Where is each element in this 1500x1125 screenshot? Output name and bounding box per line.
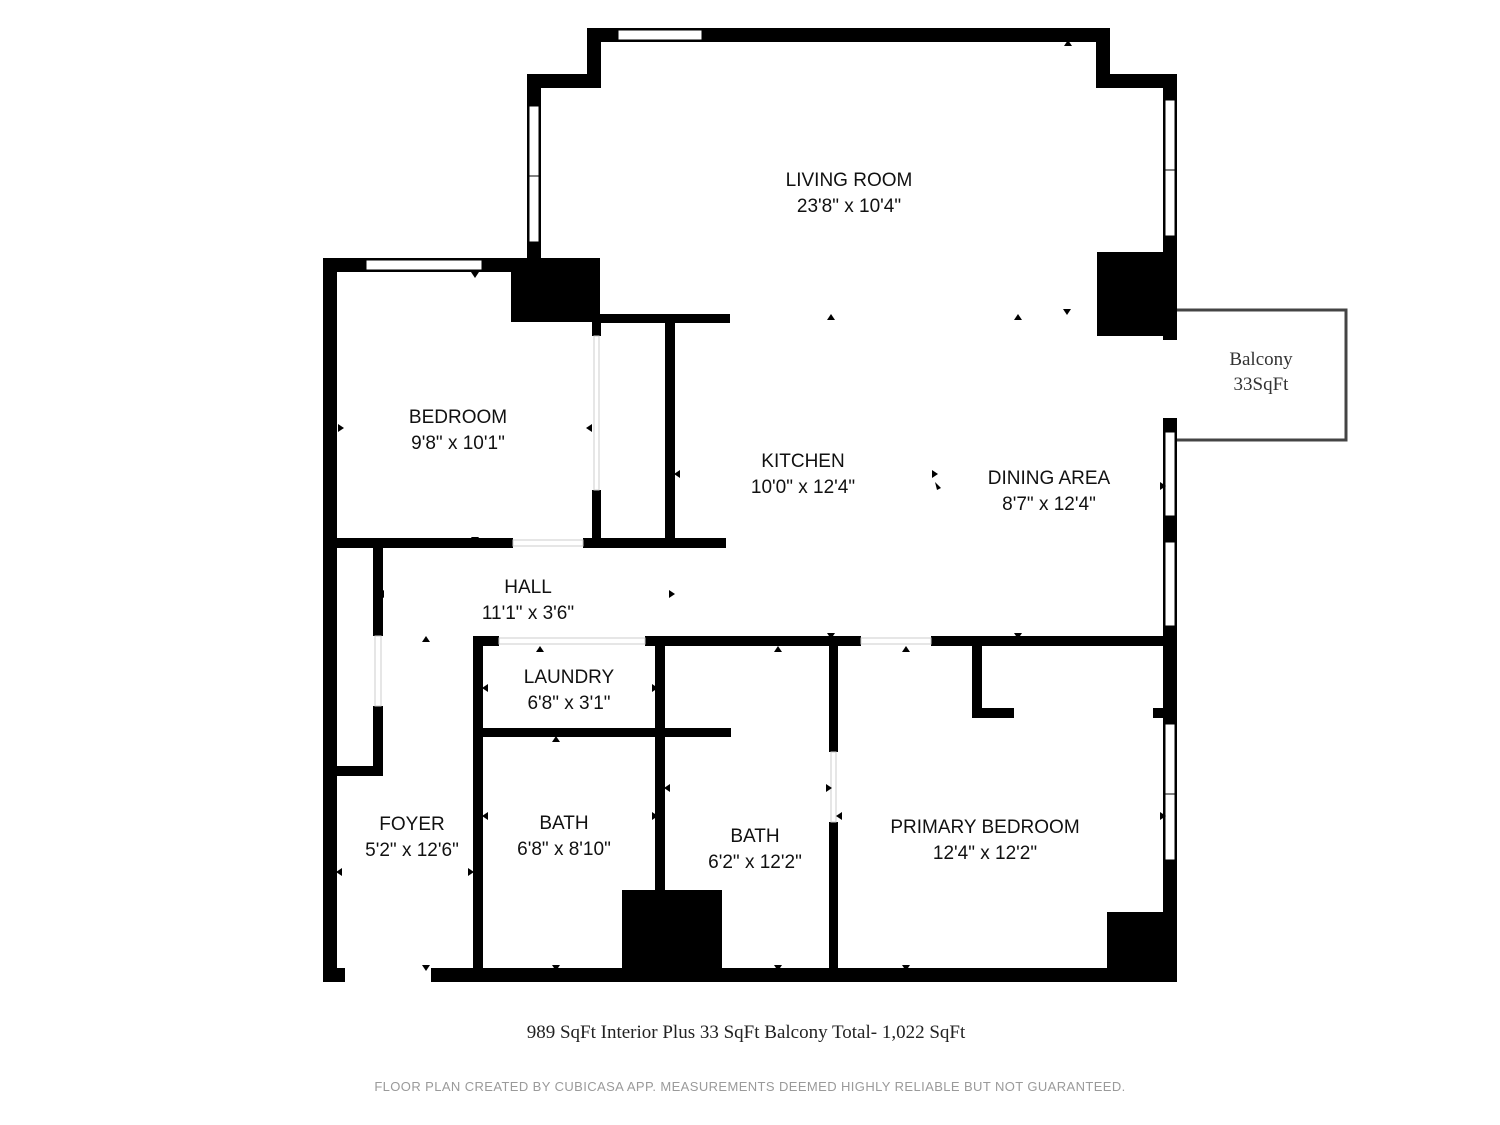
windows <box>345 29 1177 982</box>
balcony-outline <box>1177 308 1348 442</box>
room-label-laundry: LAUNDRY 6'8" x 3'1" <box>524 667 615 714</box>
room-dimensions: 10'0" x 12'4" <box>751 477 855 498</box>
room-dimensions: 12'4" x 12'2" <box>933 843 1037 864</box>
interior-walls <box>323 314 1173 982</box>
balcony-name: Balcony <box>1229 349 1293 370</box>
room-label-primary-bedroom: PRIMARY BEDROOM 12'4" x 12'2" <box>890 817 1079 864</box>
room-name: BATH <box>730 826 779 847</box>
room-label-dining-area: DINING AREA 8'7" x 12'4" <box>988 468 1111 515</box>
room-dimensions: 5'2" x 12'6" <box>365 840 459 861</box>
room-dimensions: 23'8" x 10'4" <box>797 196 901 217</box>
measurement-markers <box>336 40 1166 971</box>
balcony-label: Balcony 33SqFt <box>1229 349 1293 395</box>
room-dimensions: 6'2" x 12'2" <box>708 852 802 873</box>
room-name: BEDROOM <box>409 407 507 428</box>
room-dimensions: 11'1" x 3'6" <box>482 603 574 624</box>
room-label-bath-2: BATH 6'2" x 12'2" <box>708 826 802 873</box>
room-label-hall: HALL 11'1" x 3'6" <box>482 577 574 624</box>
door-openings <box>374 335 932 823</box>
room-name: LAUNDRY <box>524 667 615 688</box>
room-label-bath-1: BATH 6'8" x 8'10" <box>517 813 611 860</box>
balcony-area: 33SqFt <box>1234 374 1290 395</box>
area-summary: 989 SqFt Interior Plus 33 SqFt Balcony T… <box>527 1022 966 1043</box>
room-label-foyer: FOYER 5'2" x 12'6" <box>365 814 459 861</box>
room-name: BATH <box>539 813 588 834</box>
disclaimer: FLOOR PLAN CREATED BY CUBICASA APP. MEAS… <box>374 1079 1125 1094</box>
room-name: PRIMARY BEDROOM <box>890 817 1079 838</box>
room-name: FOYER <box>379 814 444 835</box>
room-label-bedroom: BEDROOM 9'8" x 10'1" <box>409 407 507 454</box>
room-dimensions: 6'8" x 8'10" <box>517 839 611 860</box>
room-dimensions: 9'8" x 10'1" <box>411 433 505 454</box>
room-name: HALL <box>504 577 552 598</box>
room-name: KITCHEN <box>761 451 844 472</box>
room-label-living-room: LIVING ROOM 23'8" x 10'4" <box>786 170 913 217</box>
room-dimensions: 8'7" x 12'4" <box>1002 494 1096 515</box>
room-dimensions: 6'8" x 3'1" <box>527 693 610 714</box>
room-label-kitchen: KITCHEN 10'0" x 12'4" <box>751 451 855 498</box>
room-name: DINING AREA <box>988 468 1111 489</box>
room-name: LIVING ROOM <box>786 170 913 191</box>
